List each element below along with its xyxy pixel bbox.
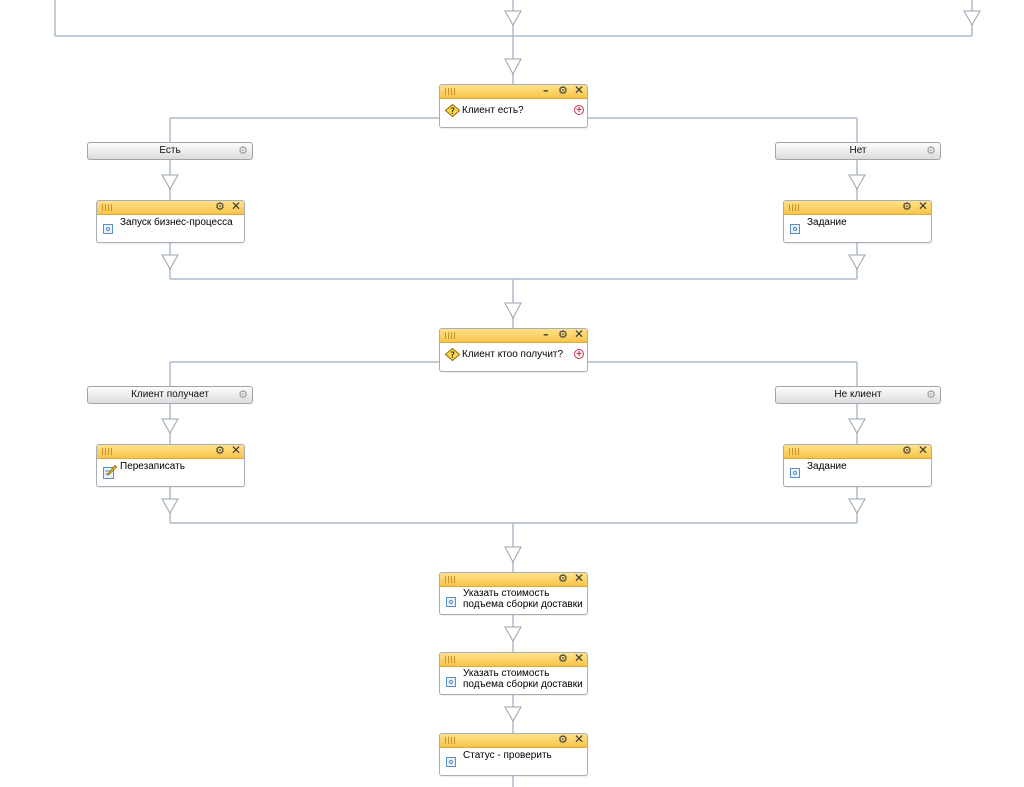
block-header[interactable]: ⚙ ✕: [440, 732, 587, 748]
close-icon[interactable]: ✕: [231, 443, 242, 457]
gear-icon[interactable]: ⚙: [558, 328, 568, 341]
drag-handle[interactable]: [102, 204, 114, 211]
branch-yes[interactable]: Есть ⚙: [87, 142, 253, 160]
task-label: Запуск бизнес-процесса: [120, 217, 233, 228]
close-icon[interactable]: ✕: [574, 327, 585, 341]
drag-handle[interactable]: [789, 204, 801, 211]
close-icon[interactable]: ✕: [574, 83, 585, 97]
add-branch-icon[interactable]: +: [574, 349, 584, 360]
close-icon[interactable]: ✕: [918, 199, 929, 213]
block-header[interactable]: ⚙ ✕: [440, 651, 587, 667]
gear-icon[interactable]: ⚙: [558, 84, 568, 97]
task-label: Задание: [807, 217, 847, 228]
branch-not-client[interactable]: Не клиент ⚙: [775, 386, 941, 404]
drag-handle[interactable]: [445, 576, 457, 583]
minimize-icon[interactable]: –: [543, 328, 549, 341]
pencil-edit-icon: [103, 465, 117, 479]
block-header[interactable]: – ⚙ ✕: [440, 327, 587, 343]
task-icon: [446, 597, 456, 607]
task-block-set-cost-2[interactable]: ⚙ ✕ Указать стоимость подъема сборки дос…: [439, 652, 588, 695]
drag-handle[interactable]: [102, 448, 114, 455]
add-branch-icon[interactable]: +: [574, 105, 584, 116]
task-icon: [790, 468, 800, 478]
task-label: Задание: [807, 461, 847, 472]
branch-no[interactable]: Нет ⚙: [775, 142, 941, 160]
drag-handle[interactable]: [445, 88, 457, 95]
condition-label: Клиент ктоо получит?: [462, 349, 564, 360]
branch-label: Клиент получает: [131, 389, 209, 400]
task-label: Перезаписать: [120, 461, 185, 472]
task-icon: [446, 677, 456, 687]
condition-block-client-exists[interactable]: – ⚙ ✕ ? Клиент есть? +: [439, 84, 588, 128]
task-icon: [790, 224, 800, 234]
task-block-assignment-1[interactable]: ⚙ ✕ Задание: [783, 200, 932, 243]
svg-text:?: ?: [450, 107, 455, 117]
gear-icon[interactable]: ⚙: [926, 144, 936, 157]
gear-icon[interactable]: ⚙: [238, 388, 248, 401]
gear-icon[interactable]: ⚙: [902, 444, 912, 457]
gear-icon[interactable]: ⚙: [558, 572, 568, 585]
gear-icon[interactable]: ⚙: [926, 388, 936, 401]
task-label: Статус - проверить: [463, 750, 552, 761]
block-header[interactable]: ⚙ ✕: [784, 199, 931, 215]
svg-text:?: ?: [450, 351, 455, 361]
branch-client-receives[interactable]: Клиент получает ⚙: [87, 386, 253, 404]
drag-handle[interactable]: [445, 737, 457, 744]
task-block-assignment-2[interactable]: ⚙ ✕ Задание: [783, 444, 932, 487]
gear-icon[interactable]: ⚙: [215, 444, 225, 457]
gear-icon[interactable]: ⚙: [238, 144, 248, 157]
close-icon[interactable]: ✕: [918, 443, 929, 457]
close-icon[interactable]: ✕: [574, 571, 585, 585]
block-header[interactable]: – ⚙ ✕: [440, 83, 587, 99]
task-label-line2: подъема сборки доставки: [463, 599, 583, 610]
task-block-status-check[interactable]: ⚙ ✕ Статус - проверить: [439, 733, 588, 776]
branch-label: Нет: [849, 145, 867, 156]
gear-icon[interactable]: ⚙: [558, 652, 568, 665]
close-icon[interactable]: ✕: [574, 651, 585, 665]
block-header[interactable]: ⚙ ✕: [440, 571, 587, 587]
block-header[interactable]: ⚙ ✕: [784, 443, 931, 459]
task-block-start-bp[interactable]: ⚙ ✕ Запуск бизнес-процесса: [96, 200, 245, 243]
close-icon[interactable]: ✕: [231, 199, 242, 213]
block-header[interactable]: ⚙ ✕: [97, 199, 244, 215]
task-block-set-cost-1[interactable]: ⚙ ✕ Указать стоимость подъема сборки дос…: [439, 572, 588, 615]
task-icon: [446, 757, 456, 767]
branch-label: Есть: [159, 145, 181, 156]
drag-handle[interactable]: [445, 332, 457, 339]
close-icon[interactable]: ✕: [574, 732, 585, 746]
branch-label: Не клиент: [834, 389, 882, 400]
task-label-line2: подъема сборки доставки: [463, 679, 583, 690]
drag-handle[interactable]: [445, 656, 457, 663]
minimize-icon[interactable]: –: [543, 84, 549, 97]
gear-icon[interactable]: ⚙: [902, 200, 912, 213]
task-label-line1: Указать стоимость: [463, 668, 550, 679]
question-diamond-icon: ?: [445, 104, 460, 117]
question-diamond-icon: ?: [445, 348, 460, 361]
condition-label: Клиент есть?: [462, 105, 524, 116]
gear-icon[interactable]: ⚙: [558, 733, 568, 746]
task-block-rewrite[interactable]: ⚙ ✕ Перезаписать: [96, 444, 245, 487]
condition-block-who-receives[interactable]: – ⚙ ✕ ? Клиент ктоо получит? +: [439, 328, 588, 372]
block-header[interactable]: ⚙ ✕: [97, 443, 244, 459]
task-icon: [103, 224, 113, 234]
drag-handle[interactable]: [789, 448, 801, 455]
task-label-line1: Указать стоимость: [463, 588, 550, 599]
gear-icon[interactable]: ⚙: [215, 200, 225, 213]
